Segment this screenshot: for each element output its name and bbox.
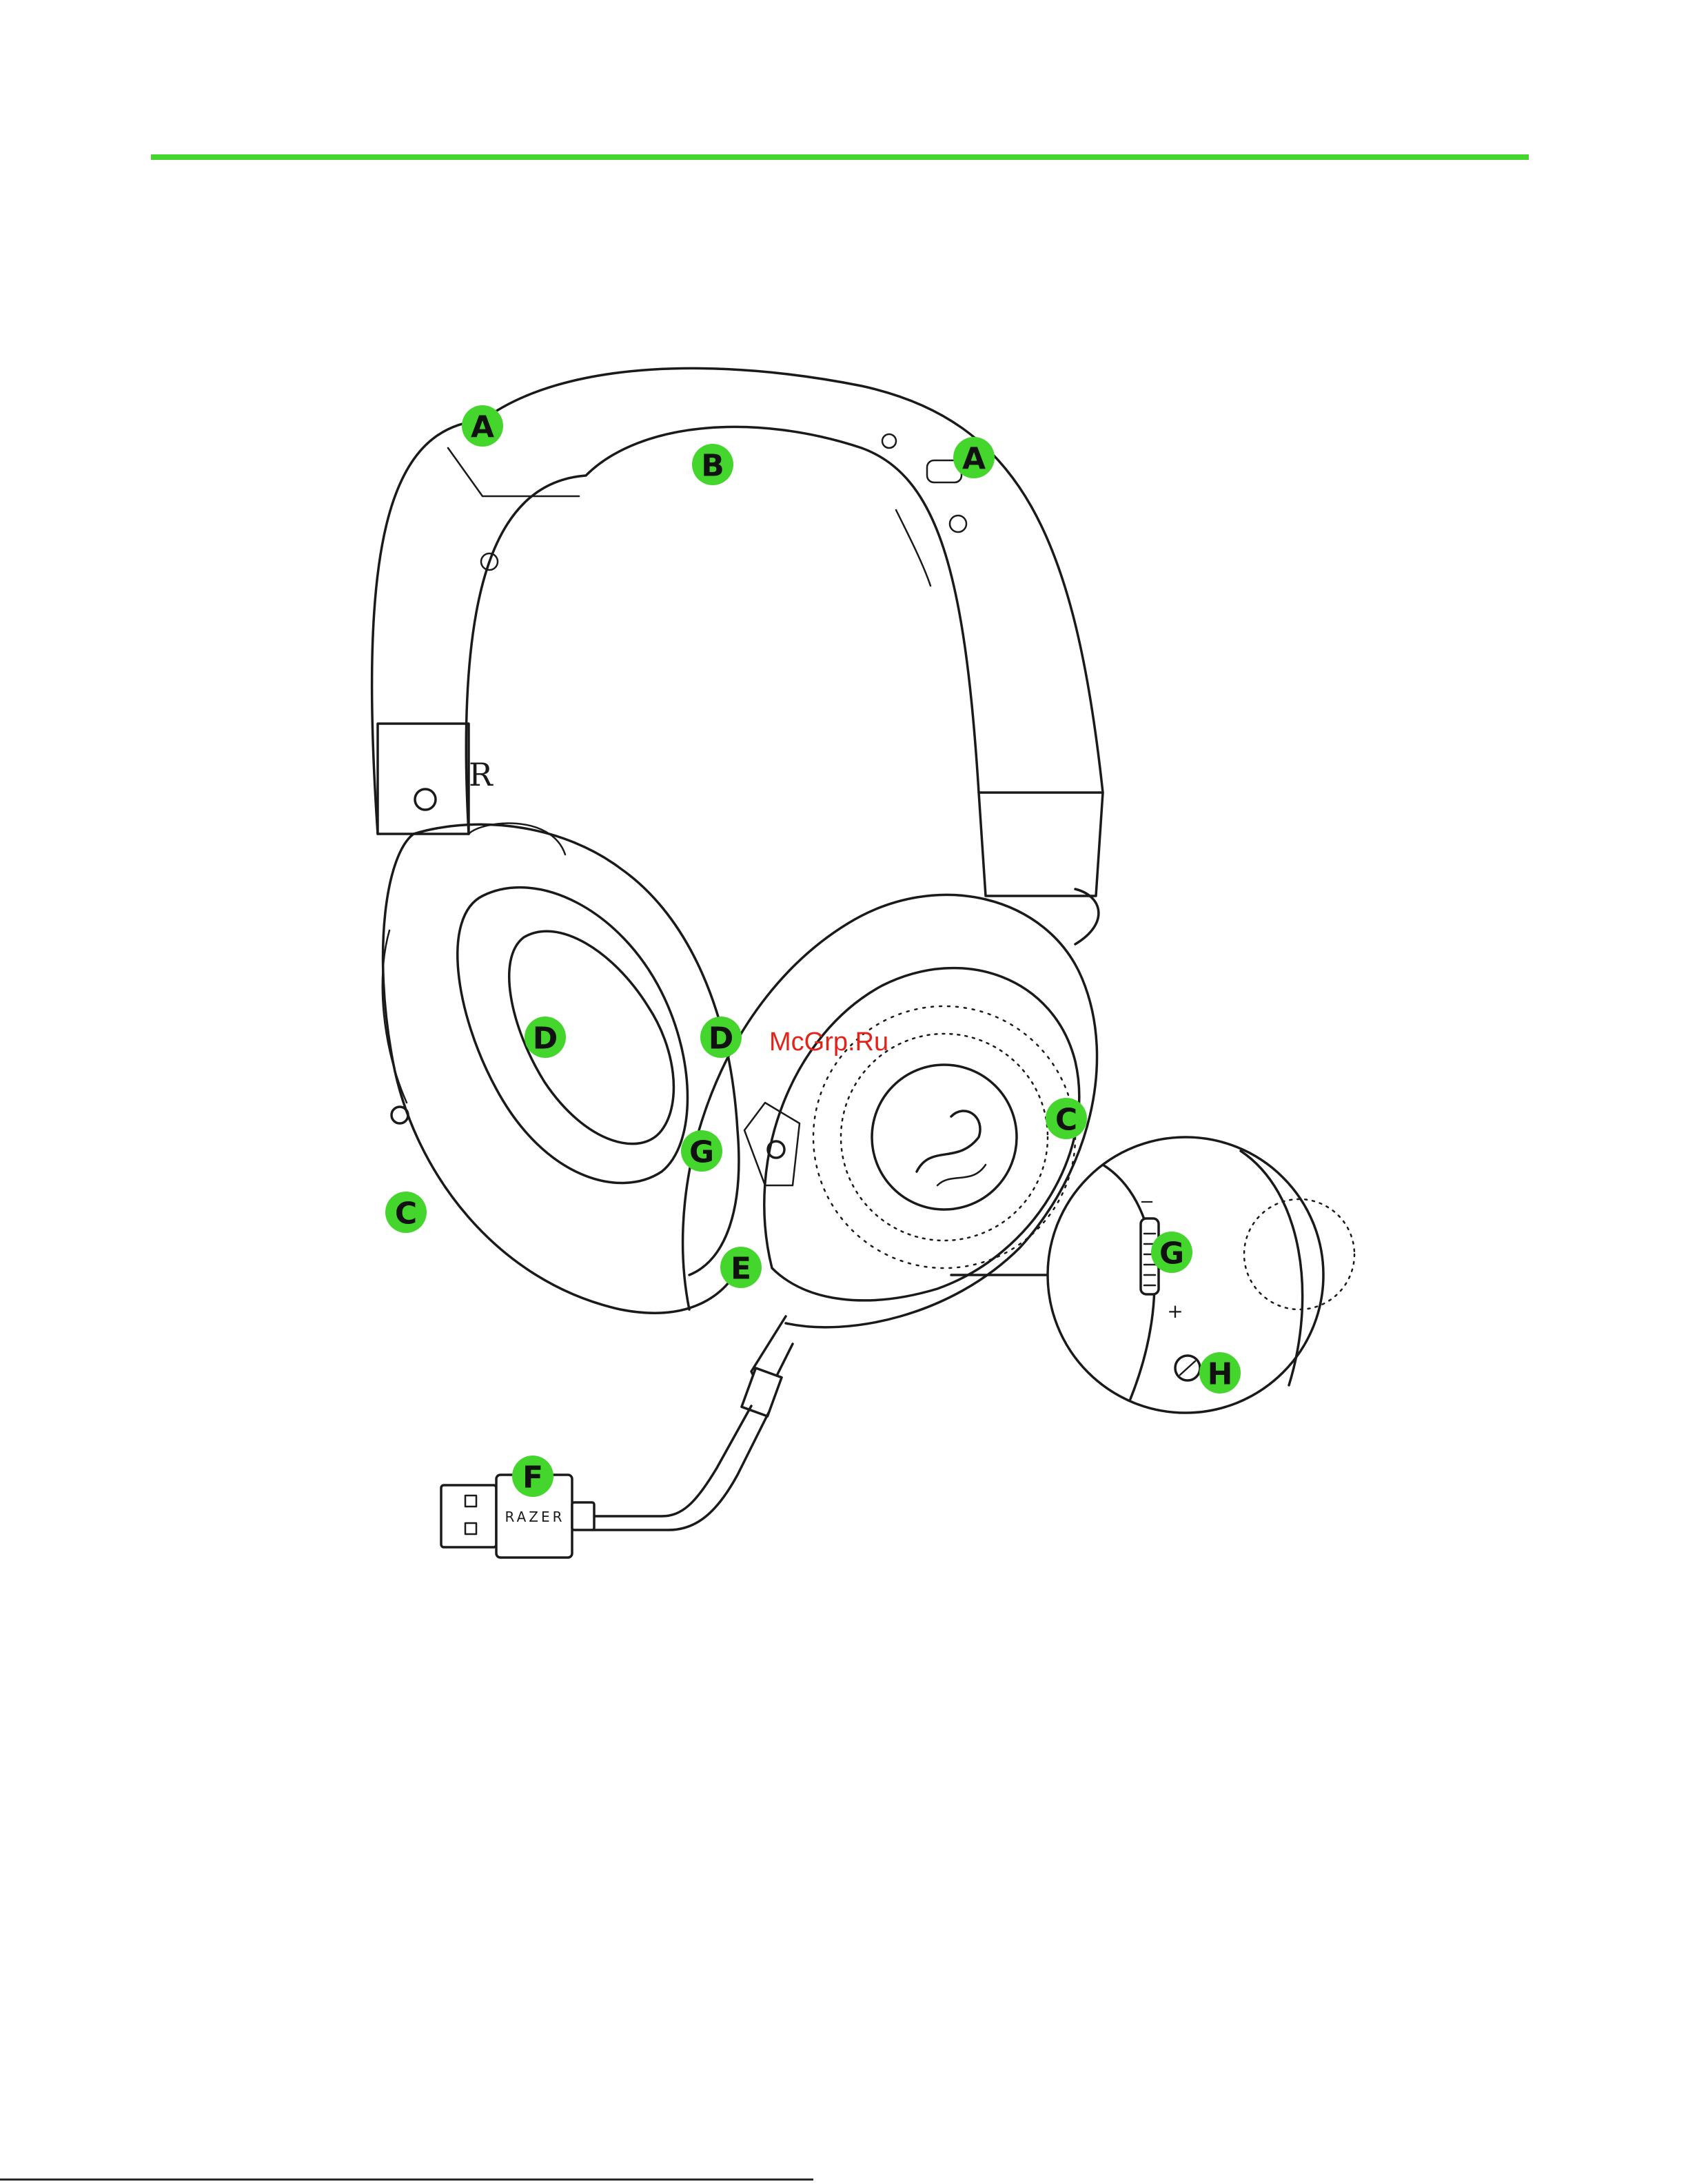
svg-text:H: H [1208, 1357, 1233, 1392]
callout-g-detail: G [1151, 1232, 1192, 1273]
side-letter: R [469, 756, 494, 793]
detail-inset: − + [951, 1137, 1354, 1413]
svg-text:G: G [689, 1135, 714, 1170]
svg-text:D: D [533, 1021, 558, 1057]
svg-text:A: A [471, 410, 494, 445]
svg-text:F: F [522, 1460, 543, 1496]
callout-a-left: A [462, 405, 503, 447]
usb-brand-label: RAZER [505, 1509, 565, 1525]
svg-text:E: E [731, 1252, 751, 1287]
svg-text:C: C [395, 1196, 417, 1232]
callout-e: E [720, 1247, 762, 1288]
callout-g-left: G [681, 1130, 722, 1172]
callout-f: F [512, 1456, 553, 1497]
earcup-left-drawing [383, 824, 744, 1314]
svg-text:B: B [701, 449, 724, 484]
svg-text:G: G [1159, 1236, 1184, 1272]
callout-b: B [692, 444, 733, 485]
headband: R [372, 368, 1103, 896]
callout-d-left: D [525, 1017, 566, 1058]
cable-drawing [593, 1316, 793, 1530]
callout-c-right: C [1046, 1098, 1087, 1139]
callout-a-right: A [953, 437, 995, 478]
watermark-text: McGrp.Ru [769, 1027, 914, 1057]
callout-d-right: D [700, 1017, 742, 1058]
svg-text:D: D [709, 1021, 734, 1057]
callout-c-left: C [385, 1192, 427, 1233]
callout-h: H [1199, 1352, 1241, 1394]
volume-minus-mark: − [1139, 1192, 1155, 1212]
volume-plus-mark: + [1167, 1300, 1183, 1323]
svg-text:A: A [962, 442, 986, 477]
svg-text:C: C [1055, 1103, 1077, 1138]
page-bottom-edge [0, 2178, 813, 2181]
